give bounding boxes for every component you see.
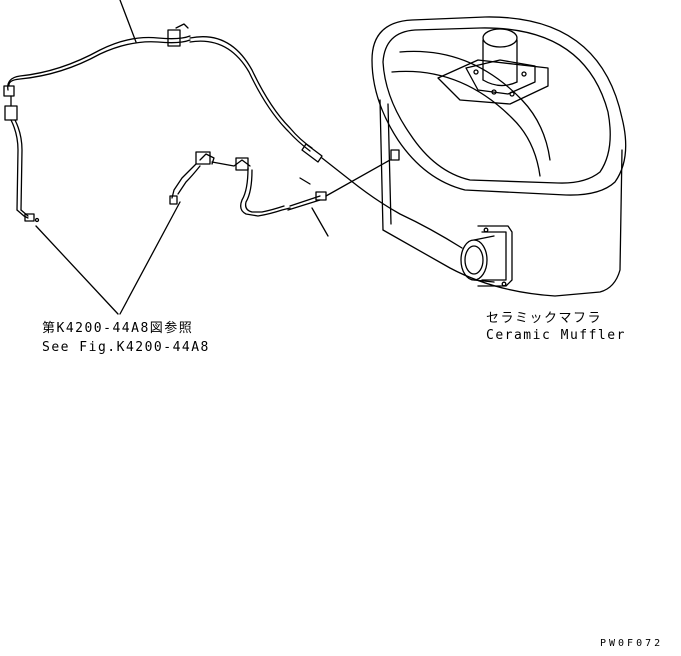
- wire-harness-2: [169, 151, 391, 217]
- muffler-label-jp: セラミックマフラ: [486, 311, 603, 326]
- reference-label-en: See Fig.K4200-44A8: [42, 340, 210, 355]
- leader-lines: [35, 0, 329, 315]
- muffler-label-en: Ceramic Muffler: [486, 328, 626, 343]
- reference-label-jp: 第K4200-44A8図参照: [42, 321, 194, 336]
- wire-harness-1: [3, 23, 463, 249]
- ceramic-muffler: [371, 16, 627, 297]
- drawing-code: PW0F072: [600, 638, 664, 649]
